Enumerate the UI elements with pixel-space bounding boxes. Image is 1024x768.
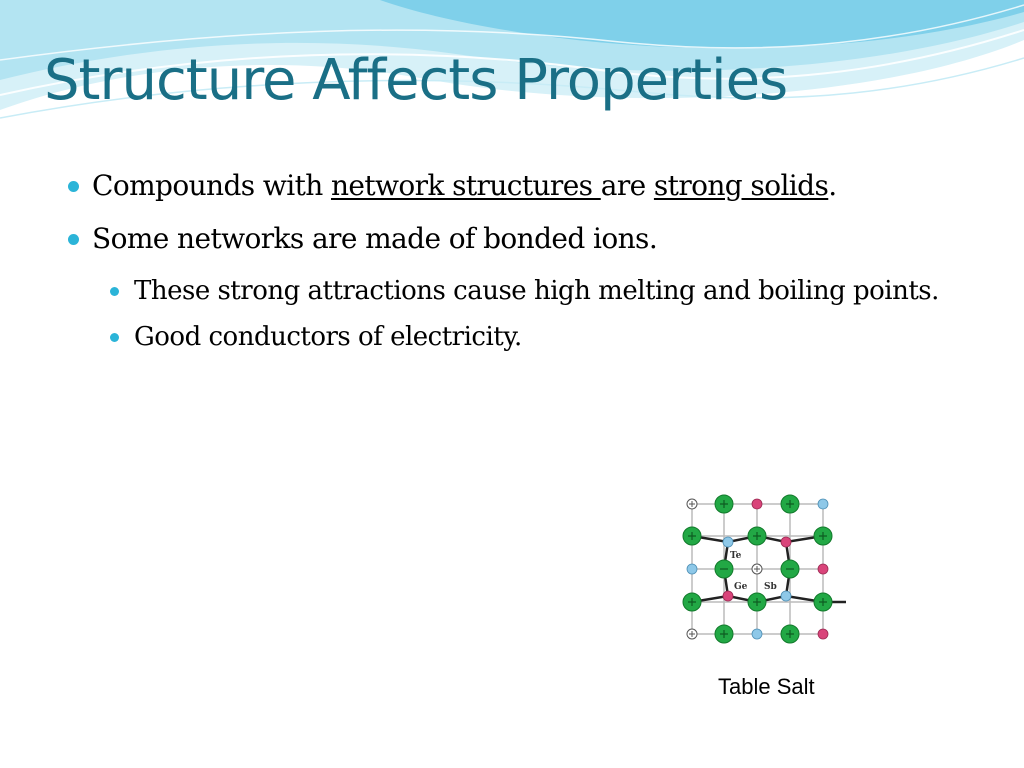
- underlined-term-strong-solids: strong solids: [653, 169, 829, 202]
- sub-bullet-text: Good conductors of electricity.: [134, 322, 522, 352]
- underlined-term-network-structures: network structures: [330, 169, 601, 202]
- bullet-item: Some networks are made of bonded ions.: [64, 221, 994, 257]
- background-wave-decoration: [0, 0, 1024, 119]
- sub-bullet-dot-icon: [110, 287, 119, 296]
- crystal-lattice-illustration: Te Ge Sb: [682, 494, 846, 644]
- sub-bullet-text: These strong attractions cause high melt…: [134, 276, 939, 306]
- sub-bullet-item: These strong attractions cause high melt…: [64, 274, 994, 308]
- bullet-item: Compounds with network structures are st…: [64, 168, 994, 204]
- bullet-dot-icon: [68, 234, 79, 245]
- sub-bullet-item: Good conductors of electricity.: [64, 320, 994, 354]
- lattice-label-ge: Ge: [734, 582, 748, 592]
- lattice-label-sb: Sb: [764, 582, 777, 592]
- sub-bullet-dot-icon: [110, 333, 119, 342]
- bullet-text: Compounds with: [92, 169, 331, 202]
- slide-title: Structure Affects Properties: [44, 48, 788, 113]
- bullet-text: .: [828, 169, 837, 202]
- bullet-text: Some networks are made of bonded ions.: [92, 222, 658, 255]
- figure-caption: Table Salt: [718, 674, 815, 699]
- bullet-text: are: [600, 169, 654, 202]
- lattice-label-te: Te: [730, 551, 742, 561]
- bullet-list: Compounds with network structures are st…: [64, 168, 994, 366]
- bullet-dot-icon: [68, 181, 79, 192]
